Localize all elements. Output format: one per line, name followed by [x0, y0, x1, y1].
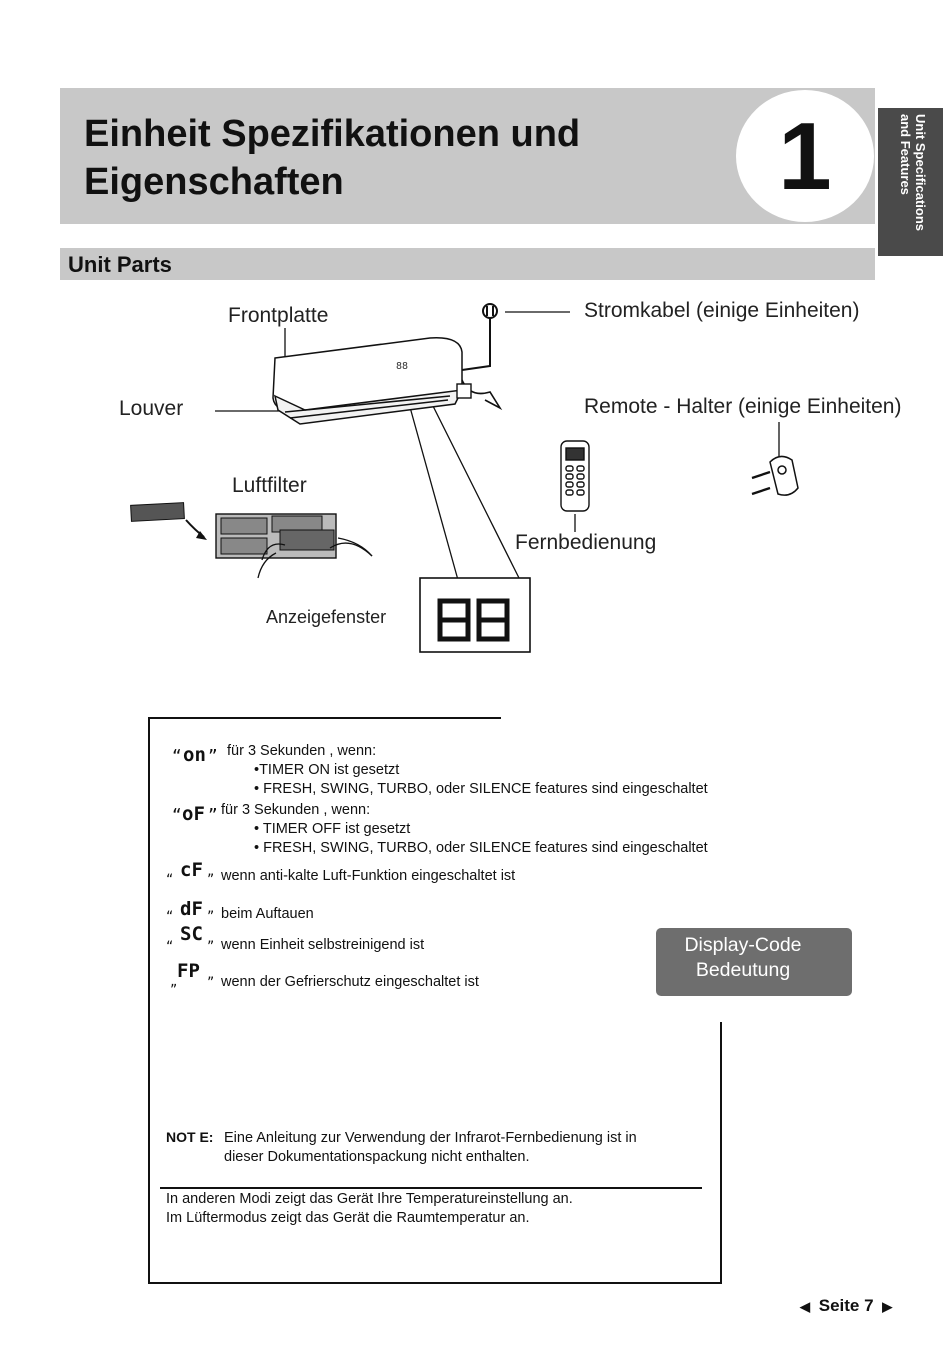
- display-digits-icon: [437, 598, 510, 642]
- louver-label: Louver: [119, 397, 184, 420]
- svg-text:“: “: [166, 939, 173, 953]
- code-cf-text: wenn anti-kalte Luft-Funktion eingeschal…: [221, 868, 516, 884]
- svg-text:“: “: [172, 805, 182, 824]
- prev-page-icon[interactable]: ◀: [800, 1299, 810, 1314]
- svg-text:“: “: [172, 746, 182, 765]
- svg-text:”: ”: [207, 909, 214, 923]
- power-cable-label: Stromkabel (einige Einheiten): [584, 299, 860, 322]
- svg-text:88: 88: [396, 361, 408, 372]
- indoor-unit: [272, 337, 464, 425]
- code-fp-text: wenn der Gefrierschutz eingeschaltet ist: [221, 974, 479, 990]
- front-panel-label: Frontplatte: [228, 304, 329, 327]
- code-of: oF: [182, 803, 205, 825]
- footer-line-1: In anderen Modi zeigt das Gerät Ihre Tem…: [166, 1191, 573, 1207]
- air-filter-icon: [130, 502, 373, 579]
- display-leader-left: [407, 399, 459, 581]
- badge-line-2: Bedeutung: [695, 959, 791, 981]
- page-title: Einheit Spezifikationen und Eigenschafte…: [84, 110, 580, 206]
- air-filter-label: Luftfilter: [232, 474, 307, 497]
- svg-text:„: „: [170, 975, 177, 989]
- note-line-2: dieser Dokumentationspackung nicht entha…: [224, 1149, 530, 1165]
- code-fp: FP: [177, 960, 200, 982]
- display-code-badge: [656, 928, 852, 996]
- code-on-text: für 3 Sekunden , wenn:: [227, 743, 377, 759]
- page-label: Seite 7: [818, 1296, 874, 1315]
- display-window-label: Anzeigefenster: [266, 607, 387, 627]
- svg-text:”: ”: [208, 805, 218, 824]
- section-bar: [60, 248, 875, 280]
- title-line-2: Eigenschaften: [84, 161, 344, 203]
- code-of-bullet-1: • TIMER OFF ist gesetzt: [254, 821, 411, 837]
- chapter-circle: [736, 90, 874, 222]
- svg-text:”: ”: [207, 939, 214, 953]
- svg-text:”: ”: [208, 746, 218, 765]
- code-df: dF: [180, 898, 203, 920]
- power-cable-icon: [456, 303, 503, 411]
- note-line-1: Eine Anleitung zur Verwendung der Infrar…: [224, 1130, 637, 1146]
- svg-text:”: ”: [207, 975, 214, 989]
- display-window-box: [419, 577, 531, 653]
- code-sc: SC: [180, 923, 203, 945]
- remote-control-label: Fernbedienung: [515, 531, 657, 554]
- badge-line-1: Display-Code: [684, 934, 802, 956]
- chapter-number: 1: [778, 103, 832, 210]
- svg-text:“: “: [166, 909, 173, 923]
- remote-holder-label: Remote - Halter (einige Einheiten): [584, 395, 902, 418]
- code-sc-text: wenn Einheit selbstreinigend ist: [221, 937, 425, 953]
- page-number: ◀ Seite 7 ▶: [800, 1296, 892, 1317]
- svg-text:“: “: [166, 872, 173, 886]
- svg-text:”: ”: [207, 872, 214, 886]
- legend-frame: [148, 717, 722, 1284]
- remote-holder-icon: [751, 455, 799, 496]
- footer-line-2: Im Lüftermodus zeigt das Gerät die Raumt…: [166, 1210, 530, 1226]
- side-tab: [878, 108, 943, 256]
- remote-control-icon: [560, 440, 590, 512]
- note-label: NOT E:: [166, 1129, 214, 1145]
- code-of-bullet-2: • FRESH, SWING, TURBO, oder SILENCE feat…: [254, 840, 708, 856]
- display-leader-right: [427, 395, 521, 581]
- code-of-text: für 3 Sekunden , wenn:: [221, 802, 371, 818]
- code-df-text: beim Auftauen: [221, 906, 314, 922]
- code-cf: cF: [180, 859, 203, 881]
- title-line-1: Einheit Spezifikationen und: [84, 113, 581, 155]
- section-title: Unit Parts: [68, 252, 172, 277]
- code-on: on: [183, 744, 206, 766]
- code-on-bullet-1: •TIMER ON ist gesetzt: [254, 762, 400, 778]
- next-page-icon[interactable]: ▶: [882, 1299, 893, 1314]
- code-on-bullet-2: • FRESH, SWING, TURBO, oder SILENCE feat…: [254, 781, 708, 797]
